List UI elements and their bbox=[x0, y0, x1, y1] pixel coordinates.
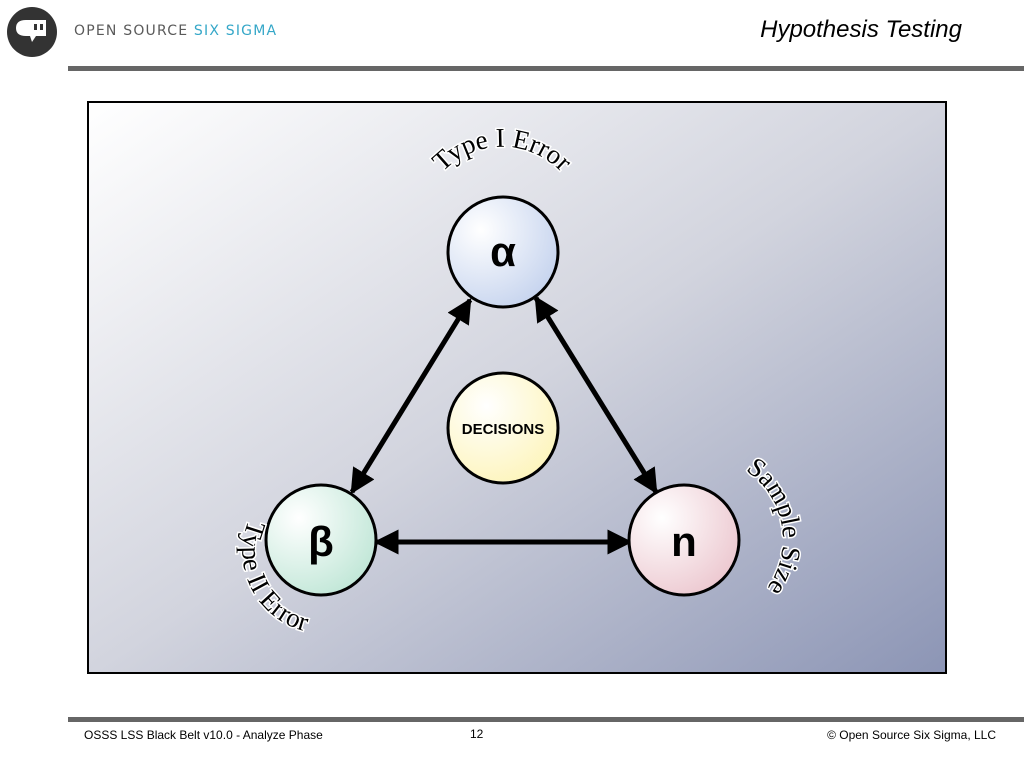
header-divider bbox=[68, 66, 1024, 71]
node-alpha-symbol: α bbox=[490, 228, 516, 275]
footer-divider bbox=[68, 717, 1024, 722]
node-beta-symbol: β bbox=[308, 518, 334, 565]
company-logo-icon bbox=[7, 7, 57, 57]
brand-accent: SIX SIGMA bbox=[193, 23, 278, 39]
page-number: 12 bbox=[470, 727, 484, 741]
arrow-alpha-n bbox=[533, 295, 659, 495]
node-n: n bbox=[627, 483, 741, 597]
node-alpha: α bbox=[446, 195, 560, 309]
page-title: Hypothesis Testing bbox=[760, 16, 962, 43]
node-decisions-label: DECISIONS bbox=[462, 421, 545, 438]
node-n-symbol: n bbox=[671, 518, 697, 565]
brand-primary: OPEN SOURCE bbox=[74, 23, 189, 39]
footer-copyright: © Open Source Six Sigma, LLC bbox=[827, 728, 996, 742]
node-beta: β bbox=[264, 483, 378, 597]
brand-name: OPEN SOURCE SIX SIGMA bbox=[74, 23, 277, 39]
node-decisions: DECISIONS bbox=[446, 371, 560, 485]
footer-course-label: OSSS LSS Black Belt v10.0 - Analyze Phas… bbox=[84, 728, 323, 742]
arrow-alpha-beta bbox=[349, 297, 473, 495]
